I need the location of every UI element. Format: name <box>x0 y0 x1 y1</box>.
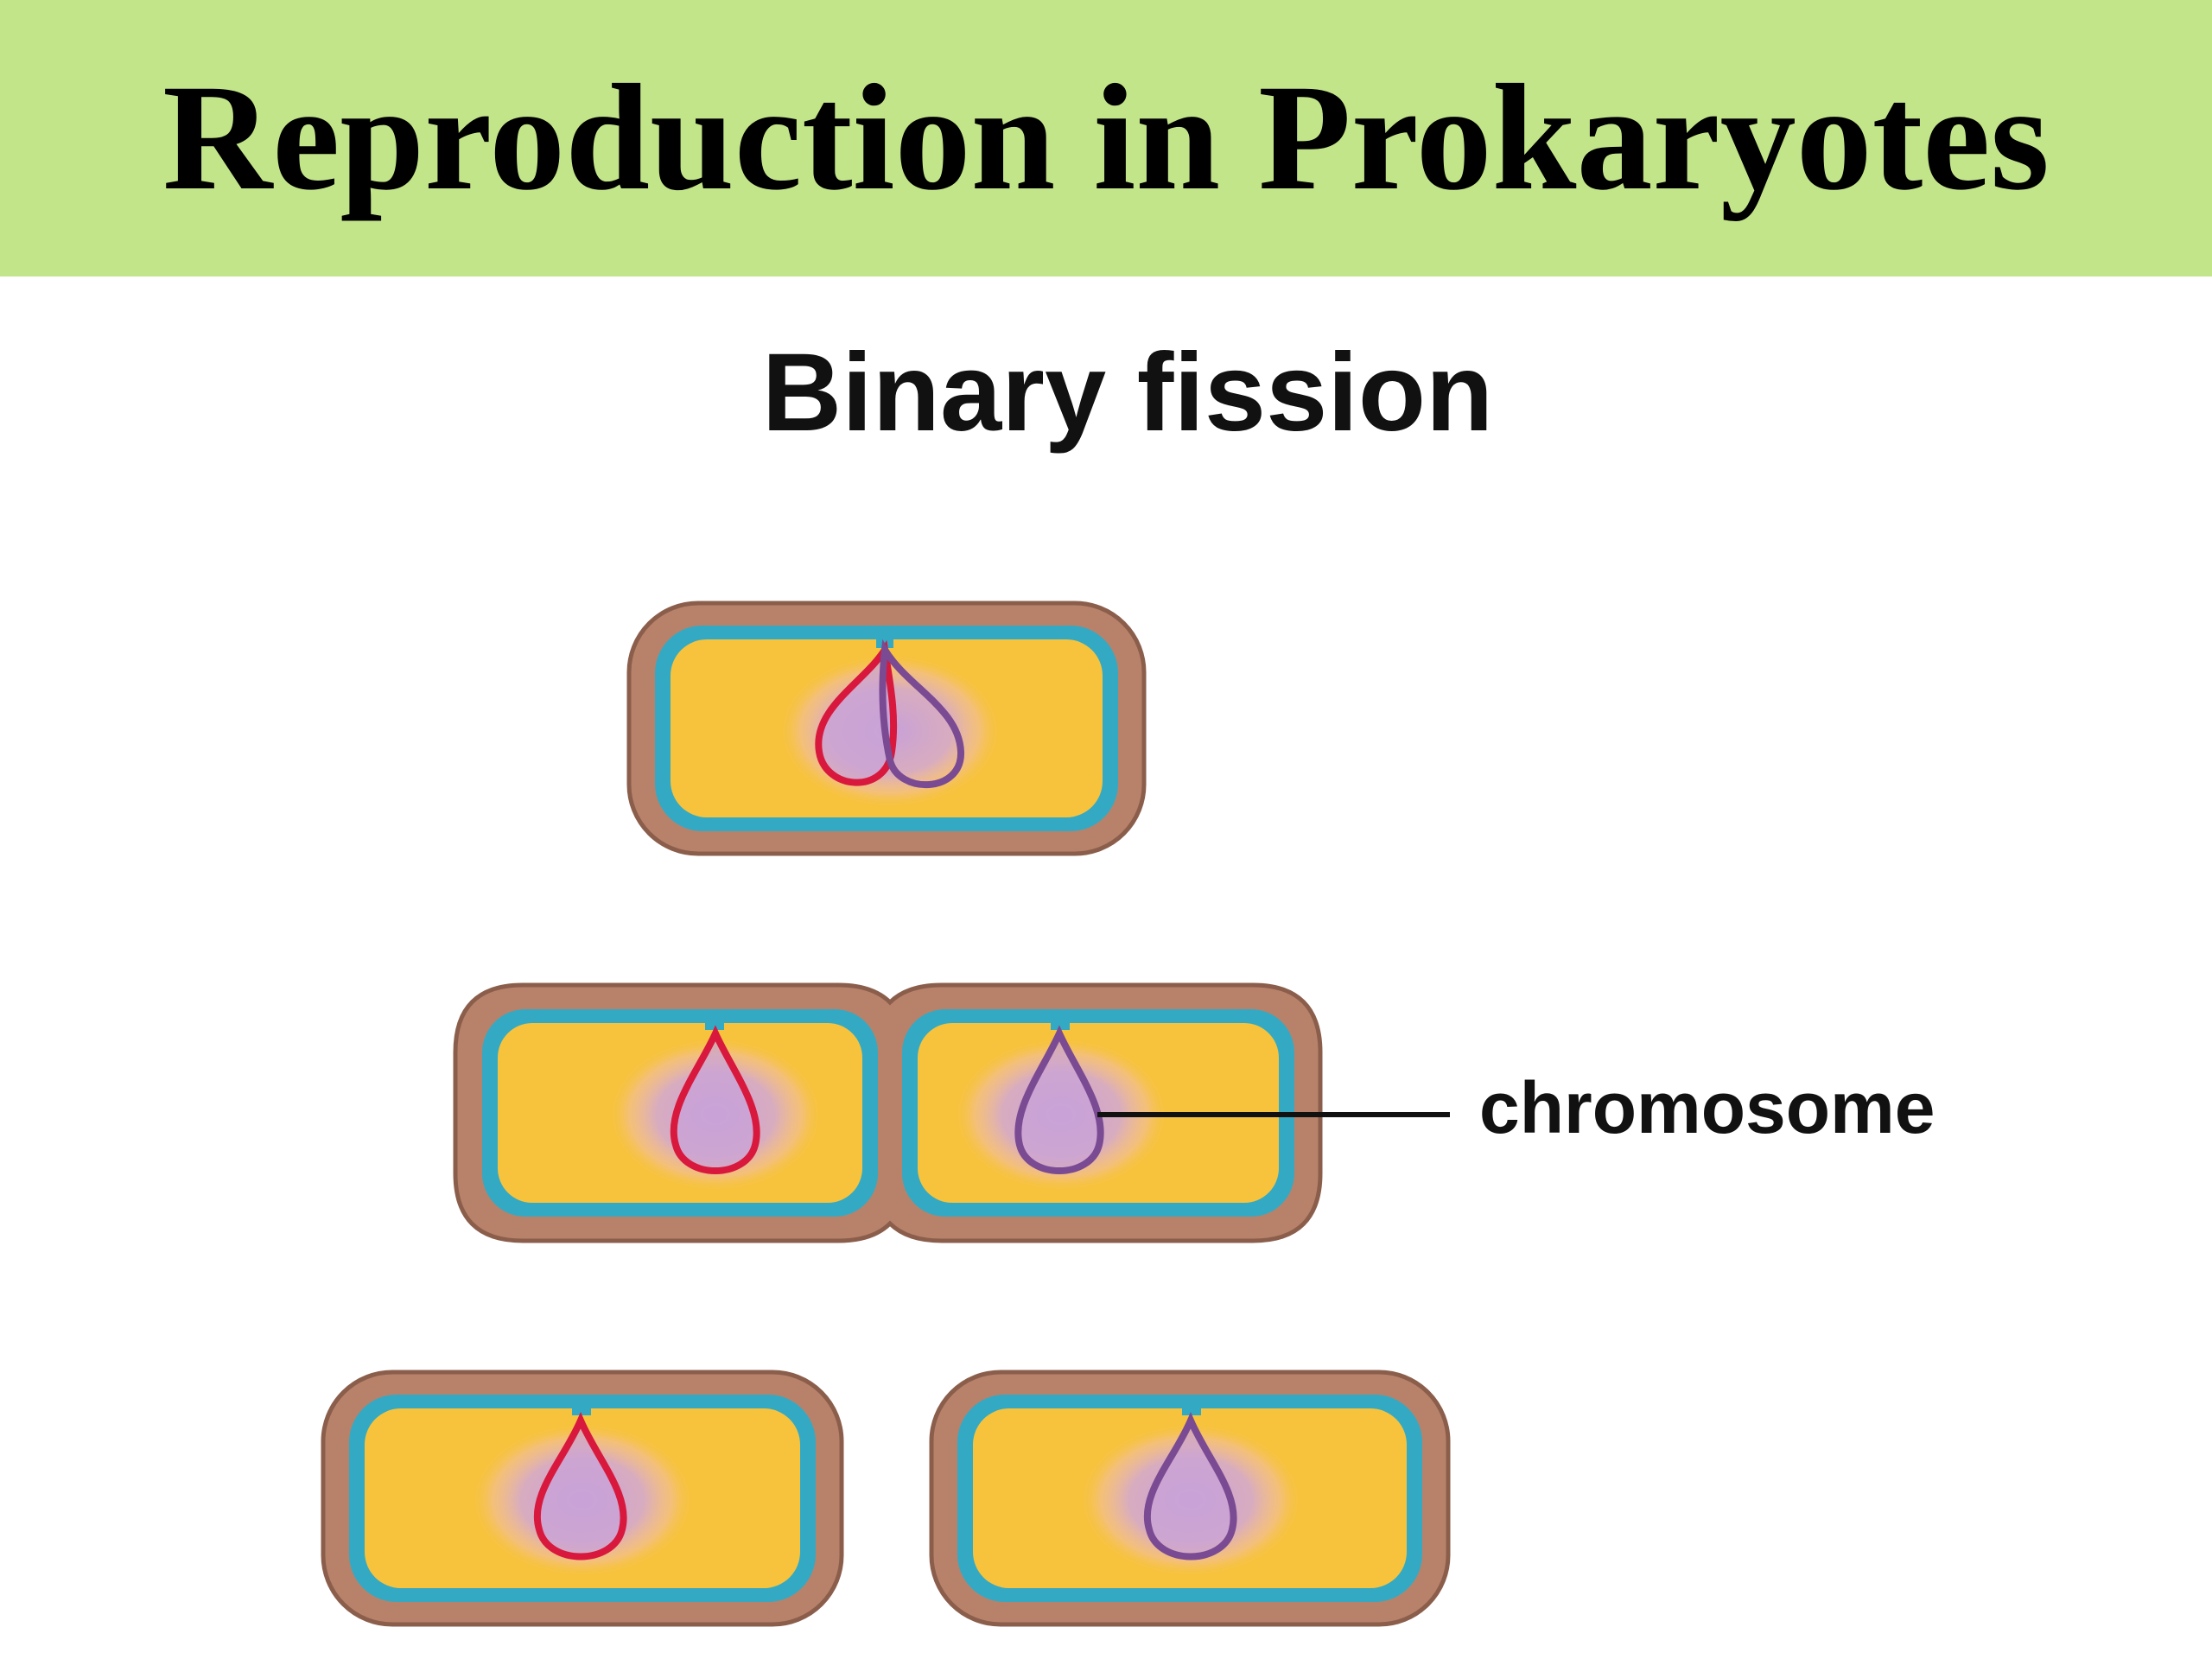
cell-stage-3-left <box>321 1370 844 1627</box>
title-bar: Reproduction in Prokaryotes <box>0 0 2212 276</box>
chromosome-red <box>670 1025 760 1174</box>
chromosome-purple <box>1143 1411 1237 1560</box>
chromosome-red <box>815 639 898 786</box>
chromosome-red <box>533 1411 627 1560</box>
cell-stage-1 <box>626 601 1147 856</box>
chromosome-purple <box>1014 1025 1104 1174</box>
cell-stage-3-right <box>929 1370 1451 1627</box>
diagram-title: Binary fission <box>761 331 1494 454</box>
slide-title: Reproduction in Prokaryotes <box>162 54 2050 222</box>
cell-stage-2 <box>453 982 1450 1243</box>
chromosome-purple <box>879 639 965 789</box>
chromosome-label: chromosome <box>1479 1067 1936 1148</box>
